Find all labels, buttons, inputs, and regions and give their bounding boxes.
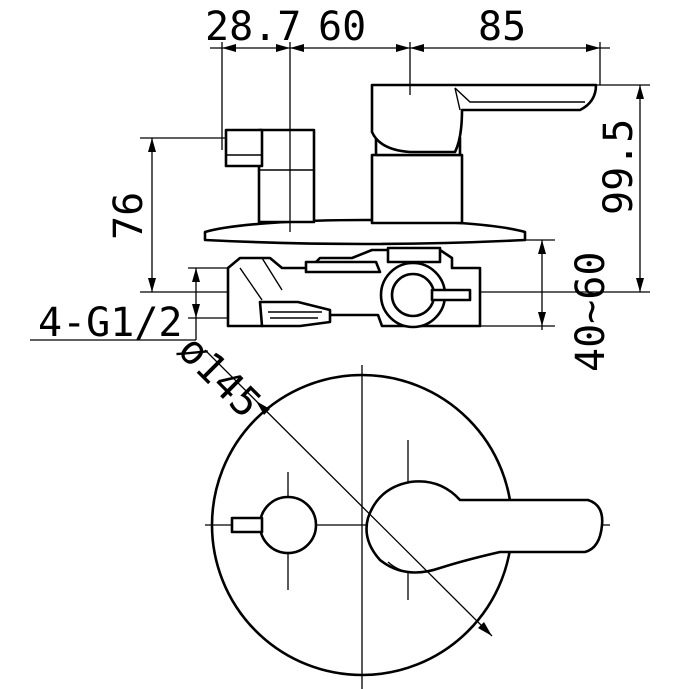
dim-4-g1-2: 4-G1/2 (38, 300, 183, 346)
side-port-inner (390, 272, 436, 318)
dimension-lines (30, 42, 650, 341)
dim-85: 85 (478, 4, 526, 50)
inlet-port (304, 260, 382, 274)
dimension-labels: 28.7 60 85 99.5 76 40~60 4-G1/2 ø145 (38, 4, 642, 427)
dim-60: 60 (318, 4, 366, 50)
cartridge-body (370, 153, 464, 225)
front-diverter-knob (258, 495, 318, 555)
front-lever (365, 480, 604, 574)
diverter-post (257, 128, 316, 224)
diverter-knob (224, 128, 264, 168)
side-view (203, 83, 598, 329)
dim-40-60: 40~60 (568, 252, 614, 372)
lever-handle (370, 83, 598, 154)
dim-28-7: 28.7 (205, 4, 301, 50)
dim-diameter-145: ø145 (169, 327, 270, 428)
dim-76: 76 (106, 192, 152, 240)
front-view (204, 349, 610, 689)
cover-plate (203, 218, 527, 246)
outlet-port (258, 300, 332, 328)
dim-99-5: 99.5 (596, 119, 642, 215)
